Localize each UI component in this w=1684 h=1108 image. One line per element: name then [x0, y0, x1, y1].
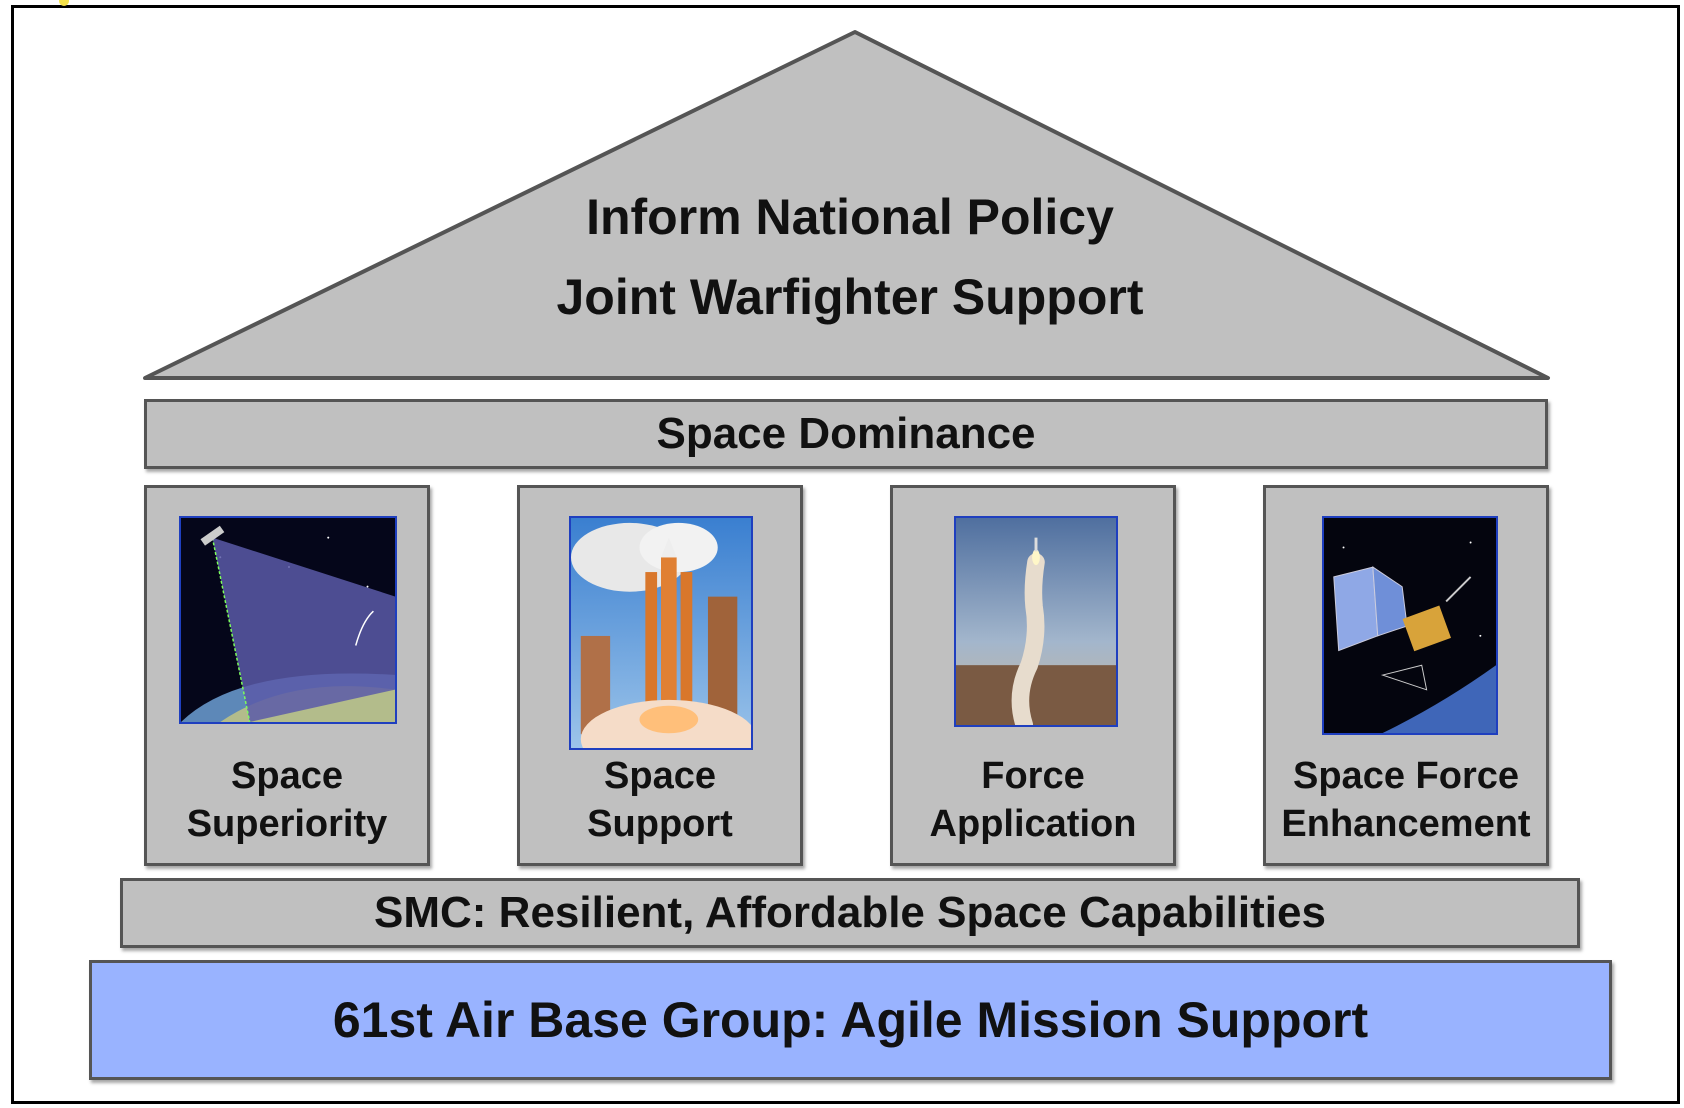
space-dominance-beam: Space Dominance — [144, 399, 1548, 469]
pillar-space-force-enhancement: Space Force Enhancement — [1263, 485, 1549, 866]
pillar-label: Space Superiority — [147, 752, 427, 848]
corner-marker — [59, 0, 69, 6]
pillar-label: Space Force Enhancement — [1266, 752, 1546, 848]
pillar-label: Space Support — [520, 752, 800, 848]
pillar-label-line1: Space Force — [1293, 755, 1519, 797]
gps-satellite-image — [1322, 516, 1498, 735]
beam-label: Space Dominance — [656, 409, 1036, 458]
pillar-label-line2: Application — [929, 803, 1137, 845]
satellite-laser-over-earth-image — [179, 516, 397, 724]
foundation-label: SMC: Resilient, Affordable Space Capabil… — [374, 888, 1326, 937]
pillar-space-superiority: Space Superiority — [144, 485, 430, 866]
pillar-label-line1: Space — [231, 755, 343, 797]
roof-title-line1: Inform National Policy — [586, 189, 1114, 245]
rocket-launch-pad-image — [569, 516, 753, 750]
roof-title-line2: Joint Warfighter Support — [556, 269, 1144, 325]
pillar-label-line1: Space — [604, 755, 716, 797]
pillar-label-line1: Force — [981, 755, 1085, 797]
pillar-force-application: Force Application — [890, 485, 1176, 866]
pillar-space-support: Space Support — [517, 485, 803, 866]
pillar-label-line2: Support — [587, 803, 733, 845]
pillar-label-line2: Enhancement — [1281, 803, 1531, 845]
air-base-group-base: 61st Air Base Group: Agile Mission Suppo… — [89, 960, 1612, 1080]
base-label: 61st Air Base Group: Agile Mission Suppo… — [332, 992, 1369, 1048]
missile-launch-image — [954, 516, 1118, 727]
smc-foundation-bar: SMC: Resilient, Affordable Space Capabil… — [120, 878, 1580, 948]
pillar-label-line2: Superiority — [186, 803, 388, 845]
pillar-label: Force Application — [893, 752, 1173, 848]
